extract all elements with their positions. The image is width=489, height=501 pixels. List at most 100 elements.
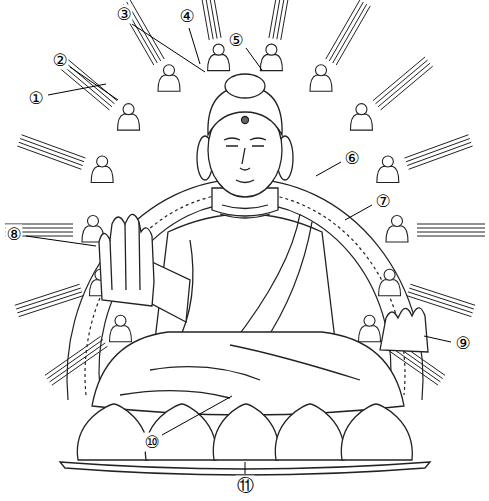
small-buddha-body	[109, 326, 131, 342]
leader-line	[345, 205, 372, 220]
leg-folds	[120, 345, 360, 398]
halo-ray	[130, 0, 164, 59]
halo-ray	[410, 284, 475, 305]
lotus-petal	[341, 404, 412, 460]
halo-ray	[409, 146, 473, 169]
small-buddha	[260, 44, 282, 70]
halo-ray	[378, 63, 430, 107]
callout-number: ④	[178, 7, 195, 26]
small-buddha	[109, 315, 131, 342]
halo-ray	[281, 0, 293, 40]
callout-number: ⑪	[236, 476, 255, 495]
halo-ray	[17, 292, 82, 313]
small-buddha	[158, 65, 180, 92]
small-buddha-head	[115, 315, 126, 326]
halo-ray	[381, 66, 433, 110]
face-features	[224, 138, 266, 183]
halo-ray	[409, 288, 474, 309]
callout-number: ⑤	[227, 31, 244, 50]
halo-ray	[417, 228, 485, 229]
halo-ray	[336, 6, 370, 65]
small-buddha-head	[123, 104, 134, 115]
buddha-figure	[60, 74, 430, 475]
halo-ray	[375, 60, 427, 104]
small-buddha	[118, 104, 140, 131]
small-buddha-body	[208, 55, 230, 71]
small-buddha-body	[377, 166, 399, 182]
small-buddha-head	[356, 104, 367, 115]
leader-line	[26, 236, 96, 246]
halo-ray	[65, 57, 117, 101]
small-buddha	[208, 44, 230, 70]
halo-ray	[333, 4, 367, 63]
resting-hand	[380, 308, 428, 352]
small-buddha	[350, 104, 372, 131]
small-buddha	[386, 216, 408, 243]
ushnisha	[225, 74, 265, 98]
halo-ray	[326, 0, 360, 59]
halo-ray	[417, 236, 485, 237]
leader-line	[316, 162, 341, 176]
halo-ray	[407, 142, 471, 165]
small-buddha-body	[359, 326, 381, 342]
small-buddha-body	[386, 226, 408, 242]
leader-lines	[26, 24, 451, 474]
halo-ray	[209, 0, 221, 38]
small-buddha-head	[88, 216, 99, 227]
small-buddha-head	[392, 216, 403, 227]
raised-hand	[99, 214, 154, 306]
halo-ray	[62, 60, 114, 104]
halo-ray	[16, 288, 81, 309]
small-buddha-head	[364, 315, 375, 326]
leader-line	[424, 336, 451, 342]
callout-number: ①	[27, 89, 44, 108]
small-buddha-head	[97, 156, 108, 167]
halo-ray	[47, 340, 103, 379]
small-buddha-head	[384, 269, 395, 280]
pedestal-base	[60, 462, 430, 475]
callout-number: ⑩	[143, 433, 160, 452]
leader-line	[162, 396, 232, 435]
small-buddha	[91, 156, 113, 183]
small-buddha-head	[316, 65, 327, 76]
small-buddha-head	[266, 44, 277, 55]
halo-ray	[50, 343, 106, 382]
small-buddha-body	[118, 114, 140, 130]
halo-ray	[15, 284, 80, 305]
halo-ray	[20, 139, 84, 162]
small-buddha-head	[382, 156, 393, 167]
callout-number: ⑨	[454, 334, 471, 353]
neck-folds	[220, 205, 270, 218]
finger-lines	[110, 222, 140, 290]
forearm	[152, 262, 190, 322]
callout-number: ③	[115, 5, 132, 24]
leader-line	[189, 28, 200, 64]
small-buddha-head	[164, 65, 175, 76]
callout-number: ⑥	[343, 149, 360, 168]
halo-ray	[22, 135, 86, 158]
halo-ray	[417, 224, 485, 225]
urna	[242, 117, 249, 124]
leader-line	[245, 462, 246, 474]
robe-folds	[176, 214, 312, 346]
callout-number: ⑧	[5, 225, 22, 244]
small-buddha	[310, 65, 332, 92]
small-buddha-body	[158, 75, 180, 91]
small-buddha-head	[213, 44, 224, 55]
halo-ray	[60, 63, 112, 107]
small-buddha-body	[379, 280, 401, 296]
lotus-petal	[213, 404, 278, 460]
small-buddha-body	[260, 55, 282, 71]
small-buddha	[377, 156, 399, 183]
leader-line	[246, 48, 262, 70]
small-buddha	[379, 269, 401, 296]
small-buddha-body	[310, 75, 332, 91]
halo-ray	[45, 336, 101, 375]
halo-rays	[5, 0, 485, 385]
halo-ray	[417, 232, 485, 233]
crossed-legs	[92, 332, 404, 415]
halo-ray	[329, 2, 363, 61]
halo-ray	[52, 346, 108, 385]
